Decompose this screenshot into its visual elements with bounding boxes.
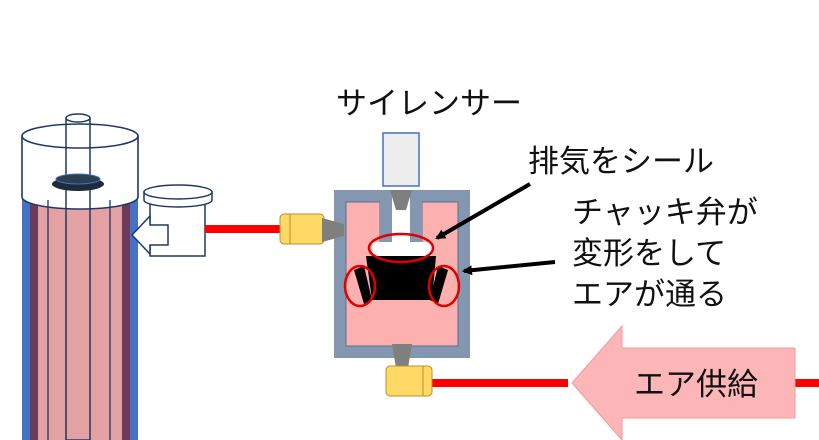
- port-fitting-cap-top: [143, 184, 213, 200]
- bottom-fitting: [385, 344, 433, 397]
- callout-arrow-seal: [435, 182, 532, 240]
- bottom-fitting-nozzle: [392, 344, 412, 368]
- check-valve-lip-left: [354, 266, 372, 304]
- seal-highlight-top: [367, 232, 435, 264]
- silencer: [382, 132, 420, 210]
- side-fitting-nozzle: [322, 218, 344, 242]
- check-valve-seat-top: [372, 242, 432, 256]
- rod-seal-ring-top: [55, 173, 101, 185]
- air-supply-arrow: [571, 324, 796, 440]
- label-check-valve-line1: チャッキ弁が: [572, 195, 758, 231]
- bottom-fitting-yellow: [385, 365, 433, 397]
- seal-highlight-left: [343, 264, 377, 308]
- label-seal-exhaust: 排気をシール: [528, 144, 714, 180]
- cylinder-port-fitting: [130, 184, 213, 257]
- callout-arrow-check-valve: [462, 260, 556, 276]
- label-check-valve-line2: 変形をして: [572, 236, 726, 272]
- silencer-body: [382, 132, 420, 187]
- check-valve-lip-right: [430, 266, 448, 304]
- valve-assembly: [334, 190, 470, 358]
- cylinder: [21, 113, 139, 440]
- label-check-valve-line3: エアが通る: [572, 277, 727, 313]
- cylinder-top-ellipse: [21, 123, 139, 149]
- seal-highlight-right: [427, 264, 461, 308]
- check-valve-body: [366, 256, 436, 300]
- side-fitting-yellow: [279, 213, 325, 245]
- cylinder-top-cap: [21, 135, 139, 210]
- side-fitting: [279, 213, 344, 245]
- port-arrow-icon: [130, 214, 169, 256]
- label-silencer: サイレンサー: [336, 86, 522, 122]
- silencer-nozzle: [390, 190, 412, 210]
- label-air-supply: エア供給: [634, 367, 758, 403]
- piston-rod-top: [65, 113, 91, 123]
